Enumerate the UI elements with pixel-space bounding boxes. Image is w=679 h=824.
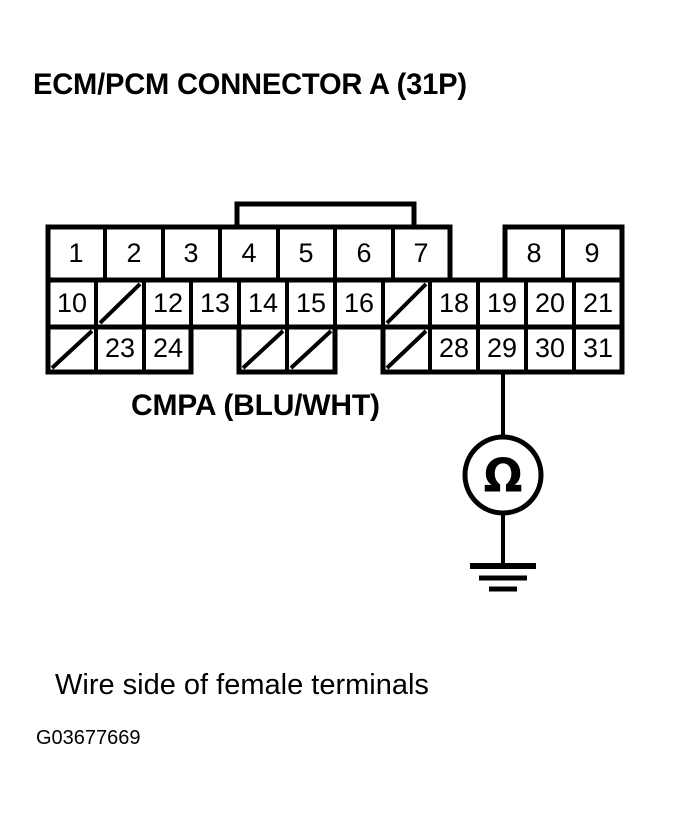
terminal-cell-2: 2 xyxy=(126,238,141,268)
unused-terminal-slash xyxy=(385,282,428,325)
ground-symbol xyxy=(470,513,536,592)
terminal-cell-5: 5 xyxy=(298,238,313,268)
terminal-cell-23: 23 xyxy=(105,333,135,363)
terminal-cell-30: 30 xyxy=(535,333,565,363)
connector-row-3: 23 24 28 29 30 31 xyxy=(45,324,625,375)
terminal-cell-13: 13 xyxy=(200,288,230,318)
terminal-cell-3: 3 xyxy=(183,238,198,268)
ohm-glyph: Ω xyxy=(483,449,522,503)
connector-locking-tab xyxy=(234,201,417,227)
terminal-cell-4: 4 xyxy=(241,238,256,268)
connector-row-2: 10 12 13 14 15 16 18 19 20 21 xyxy=(45,277,625,330)
terminal-cell-1: 1 xyxy=(68,238,83,268)
terminal-cell-29: 29 xyxy=(487,333,517,363)
unused-terminal-slash xyxy=(289,329,333,370)
diagram-caption: Wire side of female terminals xyxy=(55,669,429,701)
terminal-cell-6: 6 xyxy=(356,238,371,268)
unused-terminal-slash xyxy=(241,329,285,370)
terminal-cell-10: 10 xyxy=(57,288,87,318)
terminal-cell-15: 15 xyxy=(296,288,326,318)
terminal-cell-20: 20 xyxy=(535,288,565,318)
page-title: ECM/PCM CONNECTOR A (31P) xyxy=(33,68,467,101)
unused-terminal-slash xyxy=(385,329,428,370)
ohmmeter-symbol: Ω xyxy=(462,434,544,516)
terminal-cell-12: 12 xyxy=(153,288,183,318)
terminal-cell-16: 16 xyxy=(344,288,374,318)
terminal-cell-24: 24 xyxy=(153,333,183,363)
unused-terminal-slash xyxy=(50,329,94,370)
terminal-cell-9: 9 xyxy=(584,238,599,268)
connector-row-1: 1 2 3 4 5 6 7 8 9 xyxy=(45,224,625,283)
terminal-cell-28: 28 xyxy=(439,333,469,363)
terminal-cell-19: 19 xyxy=(487,288,517,318)
wire-label-cmpa: CMPA (BLU/WHT) xyxy=(131,389,380,422)
terminal-cell-14: 14 xyxy=(248,288,278,318)
terminal-cell-8: 8 xyxy=(526,238,541,268)
unused-terminal-slash xyxy=(98,282,142,325)
figure-code: G03677669 xyxy=(36,727,141,749)
terminal-cell-31: 31 xyxy=(583,333,613,363)
terminal-cell-7: 7 xyxy=(413,238,428,268)
terminal-cell-18: 18 xyxy=(439,288,469,318)
terminal-cell-21: 21 xyxy=(583,288,613,318)
